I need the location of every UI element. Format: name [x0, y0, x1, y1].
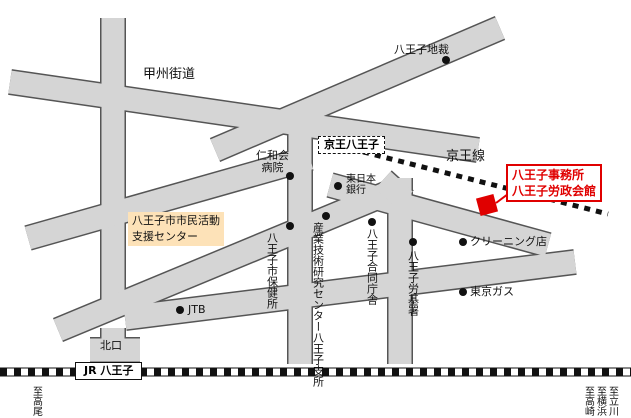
road-network-fill — [8, 17, 577, 364]
direction-takao: 至高尾 — [30, 386, 42, 416]
north-exit-label: 北口 — [100, 339, 122, 352]
cleaning-label: クリーニング店 — [470, 235, 547, 248]
destination-line-1: 八王子事務所 — [512, 168, 585, 182]
tokyo-gas-label: 東京ガス — [470, 285, 514, 298]
joint-office-label: 八王子合同庁舎 — [365, 228, 379, 305]
health-center-label: 八王子市保健所 — [265, 232, 279, 309]
jinwakai-line-2: 病院 — [261, 161, 284, 175]
keio-railway — [339, 143, 609, 217]
bank-label: 東日本 銀行 — [346, 174, 376, 196]
keio-hachioji-station: 京王八王子 — [318, 136, 385, 154]
dot-health-center — [286, 222, 294, 230]
dot-industry-center — [322, 212, 330, 220]
direction-takasaki: 至高崎 — [582, 386, 594, 416]
district-court-label: 八王子地裁 — [394, 43, 449, 56]
keio-line-label: 京王線 — [446, 149, 486, 164]
civic-center-label: 八王子市市民活動 支援センター — [128, 212, 224, 246]
dot-bank — [334, 182, 342, 190]
dot-jtb — [176, 306, 184, 314]
industry-center-label: 産業技術研究センター八王子支所 — [311, 222, 325, 387]
dot-district-court — [442, 56, 450, 64]
dot-joint-office — [368, 218, 376, 226]
civic-center-line-1: 八王子市市民活動 — [132, 214, 220, 227]
civic-center-line-2: 支援センター — [132, 230, 198, 243]
jinwakai-label: 仁和会 病院 — [256, 149, 289, 175]
labor-office-label: 八王子労基署 — [406, 250, 420, 316]
jinwakai-line-1: 仁和会 — [256, 149, 289, 162]
destination-line-2: 八王子労政会館 — [512, 184, 597, 198]
direction-tachikawa: 至立川 — [606, 386, 618, 416]
jtb-label: JTB — [188, 303, 206, 316]
dot-jinwakai — [286, 172, 294, 180]
dot-cleaning — [459, 238, 467, 246]
bank-line-1: 東日本 — [346, 174, 376, 185]
destination-label: 八王子事務所 八王子労政会館 — [506, 164, 603, 202]
direction-yokohama: 至横浜 — [594, 386, 606, 416]
landmark-dots — [176, 56, 467, 314]
bank-line-2: 銀行 — [346, 185, 366, 196]
jr-hachioji-station: JR 八王子 — [75, 362, 143, 380]
dot-tokyo-gas — [459, 288, 467, 296]
dot-labor-office — [409, 238, 417, 246]
koshu-kaido-label: 甲州街道 — [143, 67, 196, 82]
